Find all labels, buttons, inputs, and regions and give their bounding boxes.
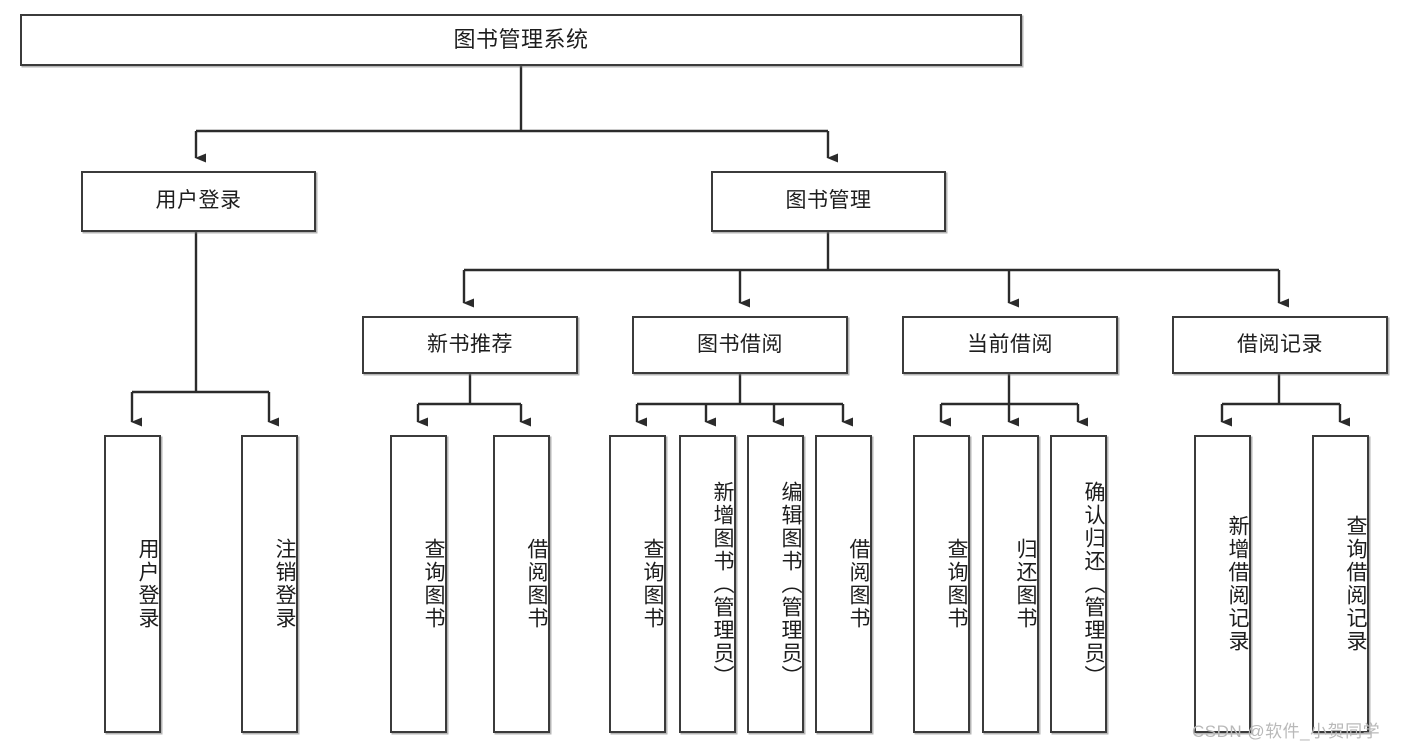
node-book-management[interactable]: 图书管理 [711,171,946,232]
node-label: 用户登录 [155,189,242,213]
node-label: 查询图书 [945,538,968,630]
node-new-book-recommendation[interactable]: 新书推荐 [362,316,578,374]
node-label: 注销登录 [273,538,296,630]
node-label: 新增借阅记录 [1226,515,1249,653]
node-borrowing-record[interactable]: 借阅记录 [1172,316,1388,374]
node-user-login[interactable]: 用户登录 [81,171,316,232]
node-book-borrowing[interactable]: 图书借阅 [632,316,848,374]
node-label: 图书借阅 [697,332,783,356]
leaf-edit-book-admin[interactable]: 编辑图书（管理员） [747,435,804,733]
leaf-query-book-borrowing[interactable]: 查询图书 [609,435,666,733]
node-label: 编辑图书（管理员） [779,480,802,688]
node-label: 确认归还（管理员） [1082,480,1105,688]
leaf-borrow-book-recommendation[interactable]: 借阅图书 [493,435,550,733]
csdn-watermark: CSDN @软件_小贺同学 [1192,722,1381,741]
leaf-query-borrow-record[interactable]: 查询借阅记录 [1312,435,1369,733]
node-label: 借阅图书 [525,538,548,630]
leaf-query-book-current[interactable]: 查询图书 [913,435,970,733]
node-label: 查询借阅记录 [1344,515,1367,653]
node-label: 图书管理 [785,189,872,213]
leaf-logout[interactable]: 注销登录 [241,435,298,733]
leaf-add-book-admin[interactable]: 新增图书（管理员） [679,435,736,733]
leaf-add-borrow-record[interactable]: 新增借阅记录 [1194,435,1251,733]
node-label: 新书推荐 [427,332,513,356]
leaf-user-login[interactable]: 用户登录 [104,435,161,733]
node-label: 用户登录 [136,538,159,630]
leaf-return-book[interactable]: 归还图书 [982,435,1039,733]
node-label: 查询图书 [641,538,664,630]
leaf-confirm-return-admin[interactable]: 确认归还（管理员） [1050,435,1107,733]
node-label: 当前借阅 [967,332,1053,356]
node-current-borrowing[interactable]: 当前借阅 [902,316,1118,374]
node-label: 归还图书 [1014,538,1037,630]
node-root-book-management-system[interactable]: 图书管理系统 [20,14,1022,66]
node-label: 借阅记录 [1237,332,1323,356]
node-label: 借阅图书 [847,538,870,630]
leaf-query-book-recommendation[interactable]: 查询图书 [390,435,447,733]
node-label: 查询图书 [422,538,445,630]
node-label: 图书管理系统 [453,27,589,53]
node-label: 新增图书（管理员） [711,480,734,688]
leaf-borrow-book-borrowing[interactable]: 借阅图书 [815,435,872,733]
